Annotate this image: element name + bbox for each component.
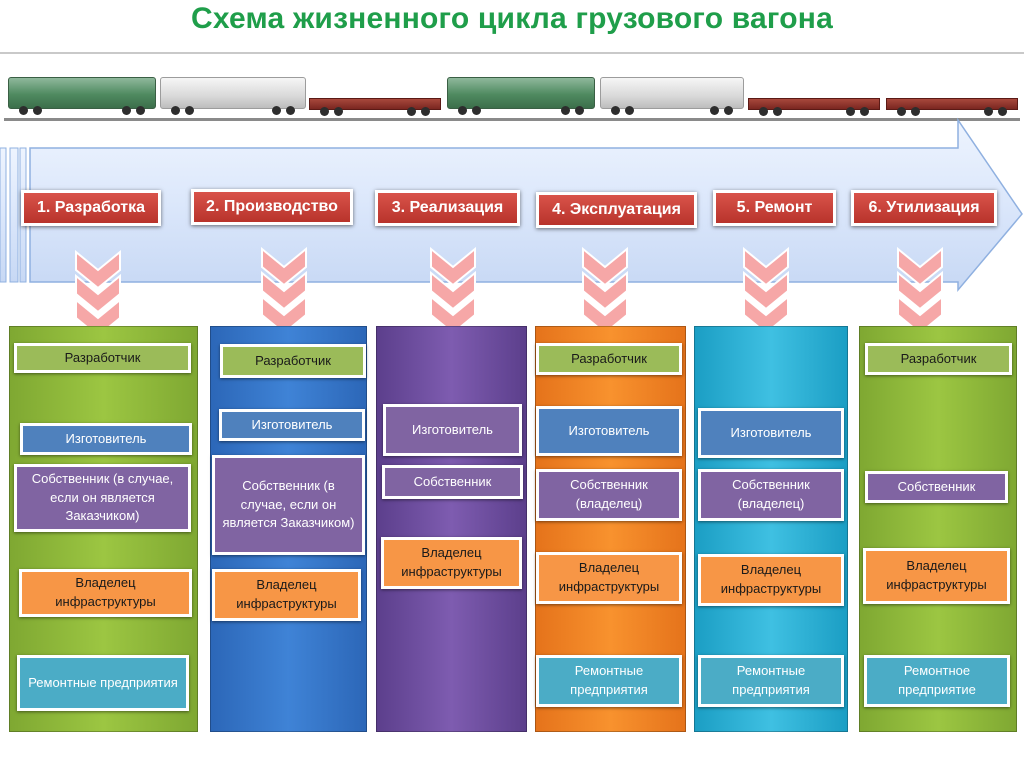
role-manufacturer: Изготовитель [219,409,365,441]
role-infrastructure-owner: Владелец инфраструктуры [212,569,361,621]
role-manufacturer: Изготовитель [536,406,682,456]
stage-development: 1. Разработка [21,190,161,226]
gondola-red-2 [748,98,880,116]
triple-chevron-down-icon [743,247,789,335]
stage-sales: 3. Реализация [375,190,520,226]
column-sales [376,326,527,732]
role-manufacturer: Изготовитель [20,423,192,455]
title-divider [0,52,1024,54]
boxcar-green-1 [8,77,156,115]
role-owner: Собственник [382,465,523,499]
role-infrastructure-owner: Владелец инфраструктуры [536,552,682,604]
stage-disposal: 6. Утилизация [851,190,997,226]
role-repair-enterprises: Ремонтные предприятия [698,655,844,707]
role-manufacturer: Изготовитель [383,404,522,456]
role-owner: Собственник (в случае, если он является … [14,464,191,532]
role-manufacturer: Изготовитель [698,408,844,458]
role-developer: Разработчик [220,344,366,378]
rail-track [4,118,1020,121]
triple-chevron-down-icon [261,247,307,335]
freight-train-image [0,72,1024,124]
triple-chevron-down-icon [897,247,943,335]
role-repair-enterprises: Ремонтные предприятия [536,655,682,707]
role-developer: Разработчик [536,343,682,375]
role-infrastructure-owner: Владелец инфраструктуры [698,554,844,606]
boxcar-white-2 [600,77,744,115]
role-infrastructure-owner: Владелец инфраструктуры [381,537,522,589]
role-owner: Собственник (в случае, если он является … [212,455,365,555]
stage-production: 2. Производство [191,189,353,225]
boxcar-green-2 [447,77,595,115]
stage-operation: 4. Эксплуатация [536,192,697,228]
stage-repair: 5. Ремонт [713,190,836,226]
role-owner: Собственник (владелец) [536,469,682,521]
role-owner: Собственник [865,471,1008,503]
triple-chevron-down-icon [582,247,628,335]
role-infrastructure-owner: Владелец инфраструктуры [19,569,192,617]
role-owner: Собственник (владелец) [698,469,844,521]
page-title: Схема жизненного цикла грузового вагона [191,2,833,35]
role-developer: Разработчик [14,343,191,373]
triple-chevron-down-icon [75,250,121,338]
role-repair-enterprise: Ремонтное предприятие [864,655,1010,707]
triple-chevron-down-icon [430,247,476,335]
boxcar-white-1 [160,77,306,115]
gondola-red-1 [309,98,441,116]
role-infrastructure-owner: Владелец инфраструктуры [863,548,1010,604]
role-repair-enterprises: Ремонтные предприятия [17,655,189,711]
role-developer: Разработчик [865,343,1012,375]
gondola-red-3 [886,98,1018,116]
